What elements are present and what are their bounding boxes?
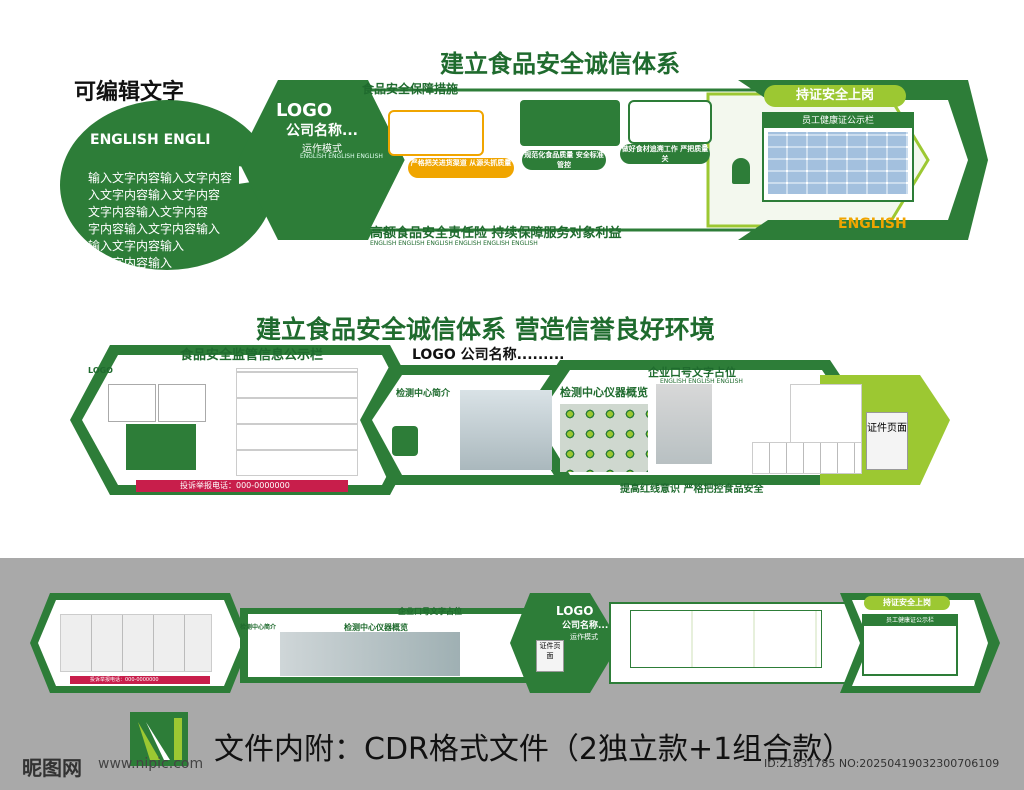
combined-cert-tag: 持证安全上岗: [864, 596, 950, 610]
combined-company: 公司名称...: [562, 621, 609, 631]
file-note: 文件内附：CDR格式文件（2独立款+1组合款）: [214, 732, 853, 767]
combined-photos: [280, 632, 460, 676]
step-2: 规范化食品质量 安全标准管控: [522, 150, 606, 170]
worker-icon: [732, 158, 750, 184]
measures-block-3: [628, 100, 712, 144]
health-board-title: 员工健康证公示栏: [764, 114, 912, 128]
cert-tag: 持证安全上岗: [764, 85, 906, 107]
microscope-icon: [392, 426, 418, 456]
top-slogan: 高额食品安全责任险 持续保障服务对象利益: [370, 226, 622, 241]
top-mode: 运作模式: [302, 144, 342, 155]
slogan-slot-en: ENGLISH ENGLISH ENGLISH: [660, 378, 743, 385]
combined-health-board: 员工健康证公示栏: [862, 614, 958, 676]
license-box-2: [158, 384, 206, 422]
combined-measures: [630, 610, 822, 668]
staff-photos-board: [790, 384, 862, 446]
combined-cert-page: 证件页面: [536, 640, 564, 672]
combined-info-grid: [60, 614, 212, 672]
lab-photo-column: [656, 384, 712, 464]
nipic-logo-mark: [130, 712, 188, 766]
lab-intro-title: 检测中心简介: [396, 389, 451, 399]
measures-chart-block: [520, 100, 620, 146]
hex-photo-grid: [560, 404, 648, 472]
english-tag: ENGLISH: [838, 216, 907, 232]
combined-complaint-bar: 投诉举报电话：000-0000000: [70, 676, 210, 684]
supervision-title: 食品安全监管信息公示栏: [180, 348, 324, 363]
measures-text-block: [388, 110, 484, 156]
health-board-grid: [768, 132, 908, 194]
step-1: 严格把关进货渠道 从源头抓质量: [408, 158, 514, 178]
info-grid: [236, 368, 358, 476]
middle-bottom-slogan: 提高红线意识 严格把控食品安全: [620, 484, 764, 495]
site-url: www.nipic.com: [98, 756, 204, 772]
step-3: 做好食材追溯工作 严把质量关: [620, 144, 710, 164]
top-company: 公司名称...: [286, 123, 358, 139]
health-board: 员工健康证公示栏: [762, 112, 914, 202]
site-name: 昵图网: [22, 756, 82, 780]
combined-lab-equip: 检测中心仪器概览: [344, 623, 408, 632]
qr-board: [126, 424, 196, 470]
combined-lab-intro: 检测中心简介: [240, 624, 277, 631]
top-slogan-en: ENGLISH ENGLISH ENGLISH ENGLISH ENGLISH …: [370, 240, 538, 247]
top-title: 建立食品安全诚信体系: [440, 50, 680, 78]
middle-logo-company: LOGO 公司名称.........: [412, 347, 565, 363]
circle-big-text: ENGLISH ENGLI: [90, 132, 211, 148]
circle-text-lines: 输入文字内容输入文字内容 入文字内容输入文字内容 文字内容输入文字内容 字内容输…: [88, 171, 233, 270]
logo-stripes-icon: [138, 718, 182, 760]
middle-logo-small: LOGO: [88, 366, 113, 375]
slogan-slot: 企业口号文字占位: [648, 366, 736, 379]
top-mode-en: ENGLISH ENGLISH ENGLISH: [300, 153, 383, 160]
top-logo: LOGO: [276, 100, 333, 121]
lab-photos: [460, 390, 552, 470]
complaint-bar: 投诉举报电话：000-0000000: [136, 480, 348, 492]
combined-health-board-title: 员工健康证公示栏: [864, 616, 956, 626]
combined-logo: LOGO: [556, 604, 594, 618]
combined-mode: 运作模式: [570, 633, 598, 641]
cert-page-card: 证件页面: [866, 412, 908, 470]
measures-title: 食品安全保障措施: [362, 82, 459, 96]
id-line: ID:21831785 NO:20250419032300706109: [764, 757, 1000, 770]
lab-equip-title: 检测中心仪器概览: [560, 386, 648, 399]
staff-table: [752, 442, 862, 474]
middle-title: 建立食品安全诚信体系 营造信誉良好环境: [256, 315, 715, 344]
combined-slogan-slot: 企业口号文字占位: [398, 607, 462, 616]
license-box-1: [108, 384, 156, 422]
